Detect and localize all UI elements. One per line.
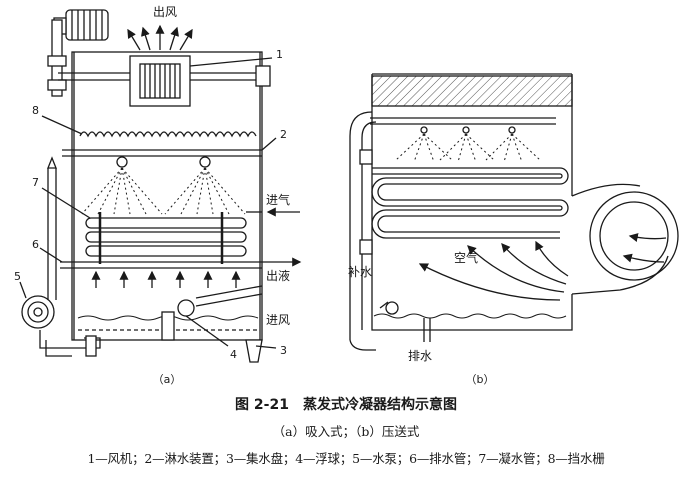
label-air: 空气 [454,250,478,265]
callout-1: 1 [276,48,283,61]
label-air-out: 出风 [153,5,177,19]
figure-legend: 1—风机；2—淋水装置；3—集水盘；4—浮球；5—水泵；6—排水管；7—凝水管；… [87,451,605,466]
label-liquid-out: 出液 [266,268,290,283]
callout-4: 4 [230,348,237,361]
drift-eliminator-b [371,75,573,107]
callout-3: 3 [280,344,287,357]
label-makeup-water: 补水 [348,265,372,279]
pump-icon [21,295,55,329]
panel-b-label: （b） [466,373,495,386]
callout-2: 2 [280,128,287,141]
callout-7: 7 [32,176,39,189]
label-drain: 排水 [408,349,432,363]
figure-title-text: 蒸发式冷凝器结构示意图 [302,397,457,413]
callout-6: 6 [32,238,39,251]
label-vapor-in: 进气 [266,192,290,207]
callout-8: 8 [32,104,39,117]
figure-number: 图 2-21 [235,397,289,413]
callout-5: 5 [14,270,21,283]
float-ball [177,299,195,317]
blower-icon [589,191,679,281]
figure-title: 图 2-21 蒸发式冷凝器结构示意图 [0,394,692,414]
panel-b [349,73,679,351]
label-air-in: 进风 [266,313,290,327]
condenser-diagram: 出风 进气 出液 进风 1 2 3 4 5 6 7 8 （a） [14,5,679,386]
panel-a-label: （a） [153,373,182,386]
drift-eliminator [79,131,257,138]
figure-subcaption: （a）吸入式；（b）压送式 [272,424,420,439]
coil-b [372,167,569,233]
panel-a [19,9,302,363]
